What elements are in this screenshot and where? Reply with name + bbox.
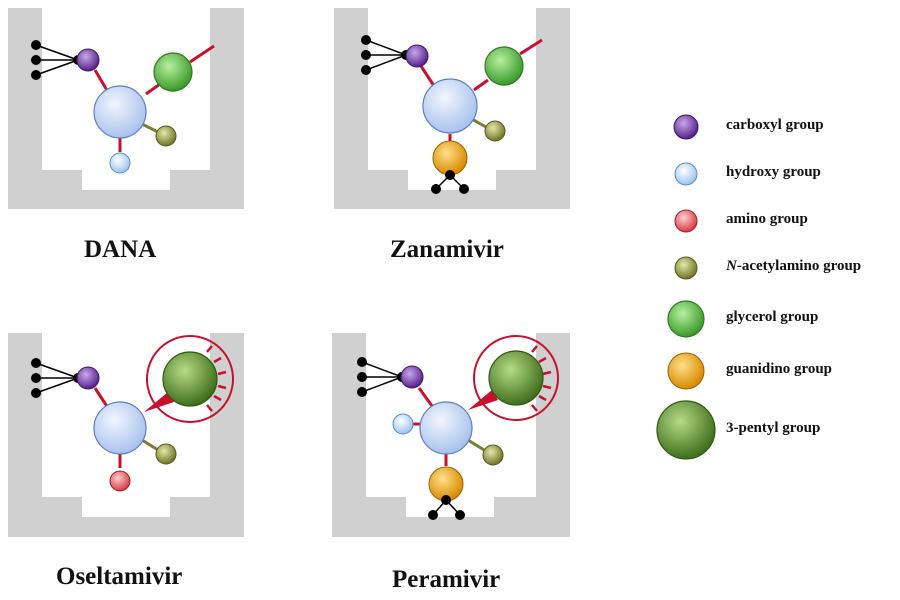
carboxyl-group (76, 366, 100, 390)
legend-label-guanidino: guanidino group (726, 361, 833, 377)
panel-oseltamivir (31, 335, 234, 492)
carboxyl-anchor-lines (361, 361, 403, 393)
anchor-dot (357, 372, 367, 382)
anchor-dot (441, 495, 451, 505)
hydroxy-group (109, 152, 131, 174)
pentyl-wedge-bond (468, 390, 498, 410)
anchor-dot (459, 184, 469, 194)
legend-label-amino: amino group (726, 211, 808, 227)
drug-label-peramivir: Peramivir (392, 566, 501, 593)
pocket-dana (8, 8, 244, 209)
pentyl-group (162, 351, 218, 407)
anchor-dot (361, 50, 371, 60)
core-ring (422, 78, 478, 134)
hydrophobic-pocket-ring (473, 335, 559, 421)
anchor-dot (31, 70, 41, 80)
panel-zanamivir (361, 35, 543, 194)
acetylamino-bond (141, 122, 159, 134)
anchor-dot (361, 65, 371, 75)
bonds (93, 387, 122, 468)
legend-label-acetylamino-prefix: N (726, 258, 737, 274)
carboxyl-group (400, 365, 424, 389)
anchor-dot (31, 40, 41, 50)
anchor-dot (445, 170, 455, 180)
hydrophobic-pocket-ring (146, 335, 234, 423)
acetylamino-group (155, 443, 177, 465)
drug-label-zanamivir: Zanamivir (390, 236, 504, 263)
legend-label-glycerol: glycerol group (726, 309, 819, 325)
core-ring (419, 401, 473, 455)
pentyl-group (488, 350, 544, 406)
anchor-dot (428, 510, 438, 520)
acetylamino-bond (141, 438, 159, 452)
acetylamino-group (482, 444, 504, 466)
anchor-dot (357, 387, 367, 397)
pocket-oseltamivir (8, 333, 244, 537)
legend-label-carboxyl: carboxyl group (726, 117, 824, 133)
legend-swatch-guanidino (667, 352, 705, 390)
bonds (93, 44, 215, 152)
anchor-dot (31, 358, 41, 368)
hydroxy-group (392, 413, 414, 435)
acetylamino-bond (467, 438, 485, 452)
pocket-peramivir (332, 333, 570, 537)
legend-label-acetylamino-text: -acetylamino group (736, 258, 862, 274)
legend-swatch-amino (674, 209, 698, 233)
anchor-dot (31, 55, 41, 65)
anchor-dot (361, 35, 371, 45)
anchor-dot (31, 388, 41, 398)
glycerol-group (484, 46, 524, 86)
legend (656, 114, 716, 460)
panel-dana (31, 40, 215, 174)
anchor-dot (357, 357, 367, 367)
legend-label-acetylamino: N-acetylamino group (726, 258, 861, 275)
hydrophobic-contact-ticks (531, 345, 552, 412)
legend-swatch-carboxyl (673, 114, 699, 140)
carboxyl-group (405, 44, 429, 68)
legend-swatch-acetylamino (674, 256, 698, 280)
legend-swatch-hydroxy (674, 162, 698, 186)
legend-label-pentyl: 3-pentyl group (726, 420, 821, 436)
drug-label-dana: DANA (84, 236, 157, 263)
legend-swatch-glycerol (667, 300, 705, 338)
hydrophobic-contact-ticks (206, 345, 227, 412)
carboxyl-anchor-lines (35, 362, 79, 394)
pentyl-wedge-bond (144, 392, 174, 412)
guanidino-group (432, 140, 468, 176)
glycerol-group (153, 52, 193, 92)
legend-swatch-pentyl (656, 400, 716, 460)
carboxyl-group (76, 48, 100, 72)
anchor-dot (431, 184, 441, 194)
legend-label-hydroxy: hydroxy group (726, 164, 821, 180)
anchor-dot (31, 373, 41, 383)
acetylamino-group (155, 125, 177, 147)
core-ring (93, 401, 147, 455)
drug-label-oseltamivir: Oseltamivir (56, 563, 183, 590)
carboxyl-anchor-lines (35, 44, 79, 76)
anchor-dot (455, 510, 465, 520)
acetylamino-group (484, 120, 506, 142)
amino-group (109, 470, 131, 492)
carboxyl-anchor-lines (365, 39, 407, 71)
core-ring (93, 85, 147, 139)
bonds (419, 38, 543, 142)
panel-peramivir (357, 335, 559, 520)
pocket-zanamivir (334, 8, 570, 209)
